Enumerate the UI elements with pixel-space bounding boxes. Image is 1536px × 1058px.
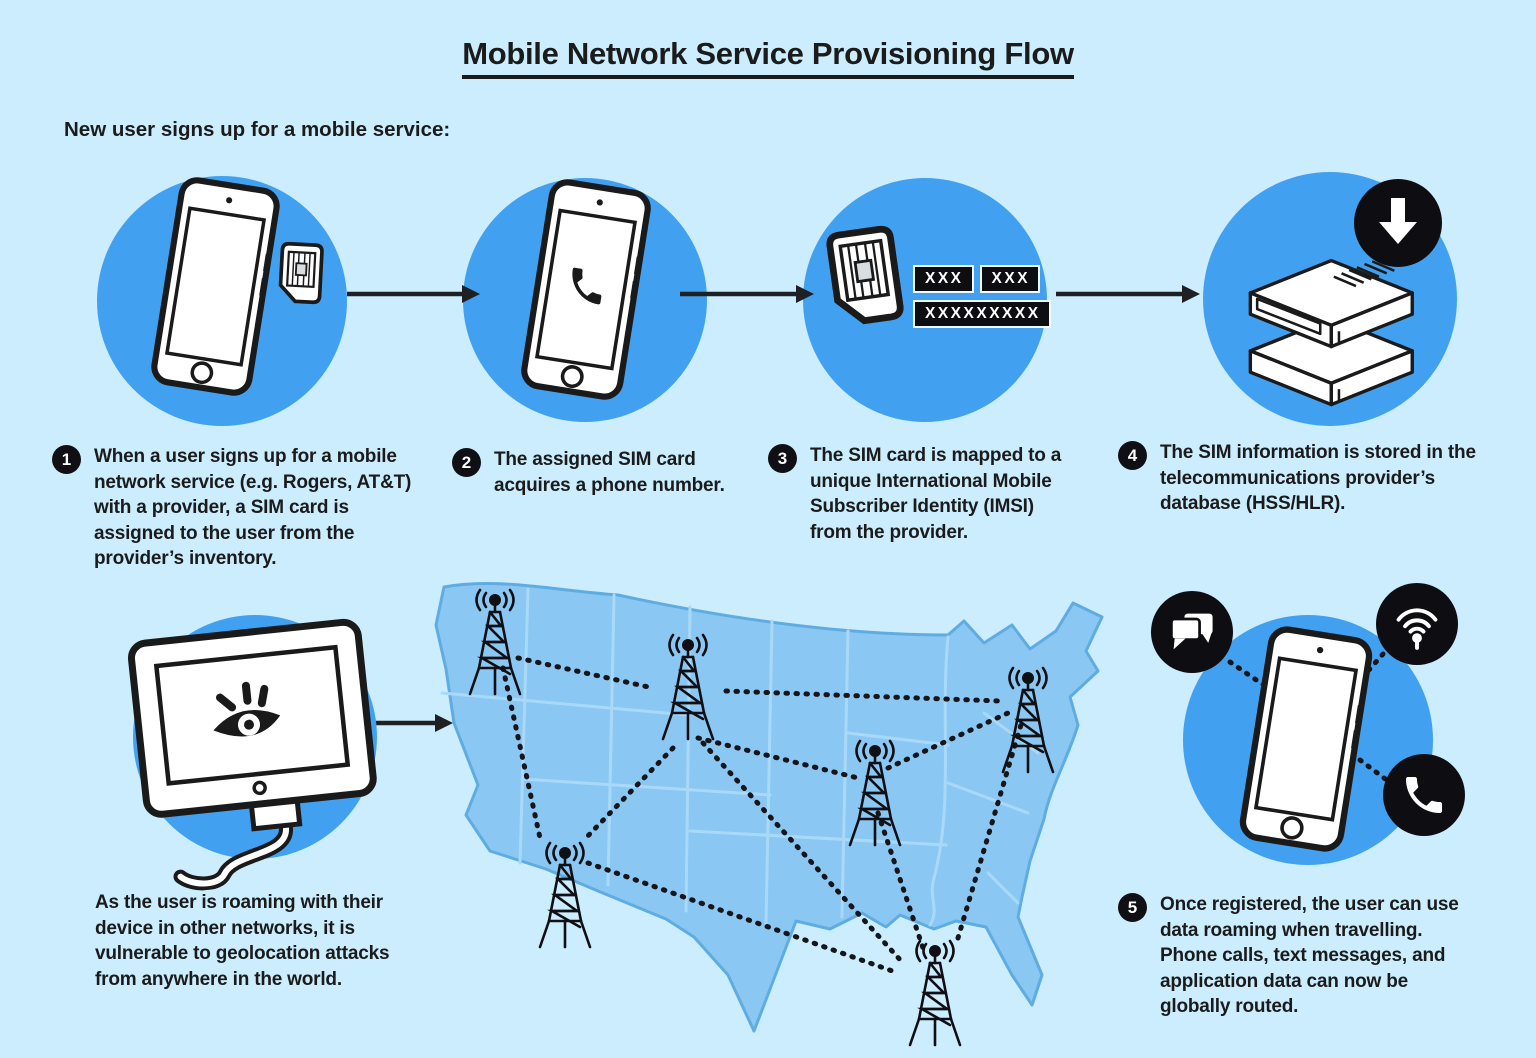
step-2: 2 The assigned SIM card acquires a phone…	[452, 447, 752, 498]
sim-card-icon	[826, 225, 904, 325]
flow-arrow-2	[680, 285, 814, 303]
step-4-number-badge: 4	[1118, 441, 1147, 470]
eye-icon	[213, 681, 281, 737]
step-2-number-badge: 2	[452, 448, 481, 477]
chat-bubbles-icon	[1170, 613, 1213, 650]
server-stack-icon	[1248, 258, 1414, 407]
page-title: Mobile Network Service Provisioning Flow	[462, 36, 1074, 79]
step-3-number-badge: 3	[768, 444, 797, 473]
step-5-number-badge: 5	[1118, 893, 1147, 922]
chat-circle	[1151, 591, 1233, 673]
imsi-values: XXX XXX XXXXXXXXX	[913, 265, 1051, 329]
step-1-text: When a user signs up for a mobile networ…	[94, 446, 412, 569]
step-1: 1 When a user signs up for a mobile netw…	[52, 444, 420, 572]
cell-tower-icon	[538, 841, 592, 949]
state-lines	[440, 587, 1040, 927]
call-icon	[1405, 776, 1443, 814]
cell-tower-icon	[908, 939, 962, 1047]
step-1-number-badge: 1	[52, 445, 81, 474]
roaming-note-text: As the user is roaming with their device…	[95, 892, 390, 990]
step-4-text: The SIM information is stored in the tel…	[1160, 442, 1476, 514]
smartphone-call-icon	[521, 179, 651, 400]
wifi-circle	[1376, 583, 1458, 665]
download-icon	[1354, 179, 1442, 267]
step-3: 3 The SIM card is mapped to a unique Int…	[768, 443, 1078, 545]
monitor-eye-icon	[127, 618, 377, 891]
step-5: 5 Once registered, the user can use data…	[1118, 892, 1498, 1020]
tower-links	[500, 655, 1026, 976]
wifi-icon	[1396, 608, 1438, 650]
flow-arrow-1	[347, 285, 480, 303]
sim-card-small-icon	[278, 241, 324, 305]
smartphone-icon	[151, 177, 280, 396]
step-2-text: The assigned SIM card acquires a phone n…	[494, 449, 725, 496]
title-bar: Mobile Network Service Provisioning Flow	[0, 36, 1536, 79]
step-5-text: Once registered, the user can use data r…	[1160, 894, 1459, 1017]
roaming-smartphone-icon	[1239, 626, 1373, 852]
flow-arrow-3	[1056, 285, 1200, 303]
roaming-note: As the user is roaming with their device…	[95, 890, 435, 992]
imsi-box-2: XXX	[979, 265, 1041, 294]
usa-map-svg	[434, 582, 1104, 1047]
step-4: 4 The SIM information is stored in the t…	[1118, 440, 1498, 517]
section-heading: New user signs up for a mobile service:	[64, 118, 451, 141]
call-glyph-icon	[572, 267, 602, 305]
call-circle	[1383, 754, 1465, 836]
imsi-box-3: XXXXXXXXX	[913, 300, 1051, 329]
imsi-box-1: XXX	[913, 265, 974, 294]
step-3-text: The SIM card is mapped to a unique Inter…	[810, 445, 1062, 543]
